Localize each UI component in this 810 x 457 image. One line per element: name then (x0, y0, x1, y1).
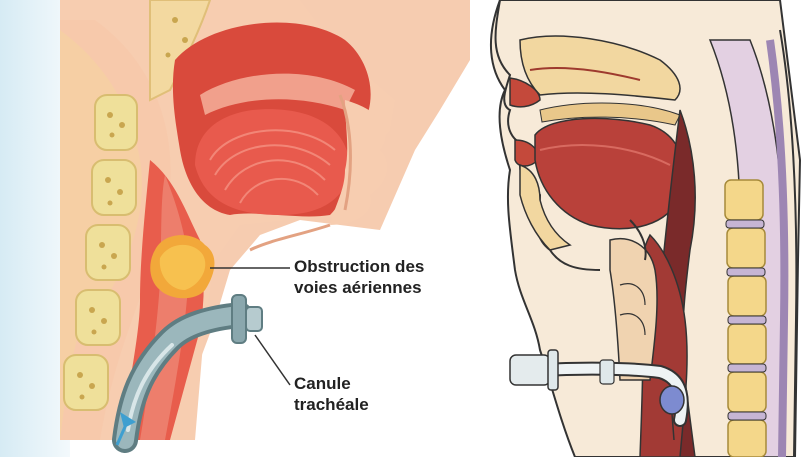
obstruction-label: Obstruction des voies aériennes (294, 256, 424, 298)
cannula-label: Canule trachéale (294, 373, 369, 415)
obstruction-label-line1: Obstruction des (294, 256, 424, 277)
cannula-label-line2: trachéale (294, 394, 369, 415)
cannula-label-line1: Canule (294, 373, 369, 394)
throat-section-illustration (0, 0, 480, 457)
obstruction-label-line2: voies aériennes (294, 277, 424, 298)
head-neck-sagittal-illustration (480, 0, 810, 457)
